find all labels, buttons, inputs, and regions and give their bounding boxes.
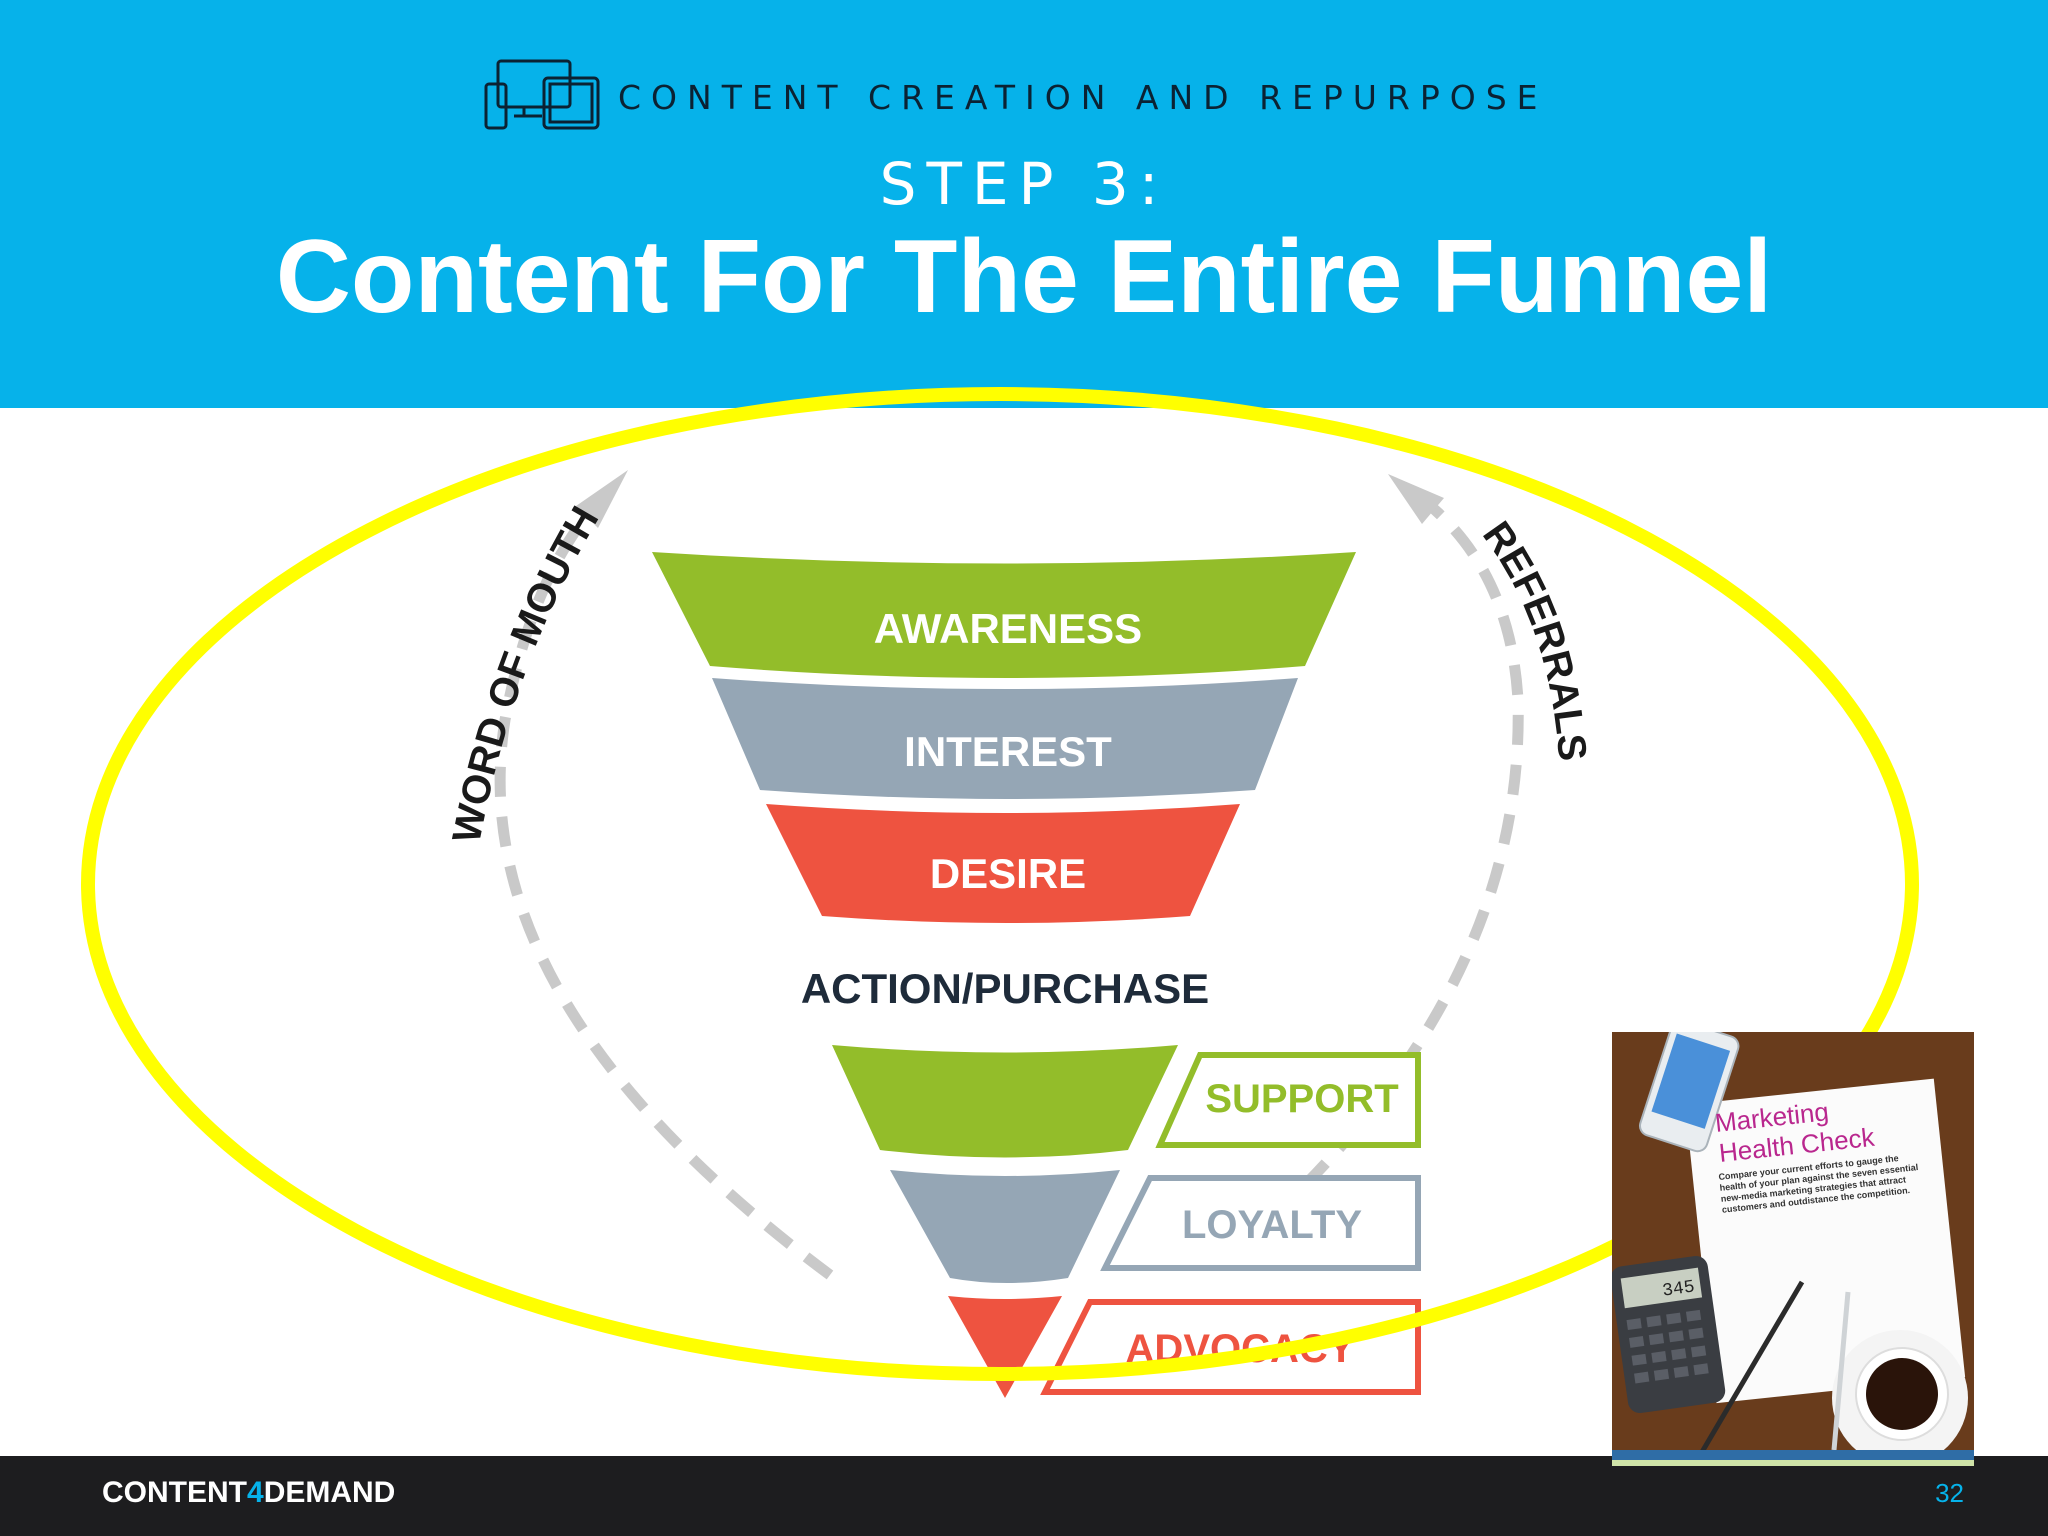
highlight-ellipse (81, 387, 1919, 1381)
word-of-mouth-label: WORD OF MOUTH (445, 499, 608, 846)
funnel-stage-desire (766, 804, 1240, 923)
support-label: SUPPORT (1205, 1077, 1398, 1121)
loyalty-label: LOYALTY (1182, 1203, 1362, 1247)
post-stage-support-shape (832, 1045, 1178, 1158)
header-banner: CONTENT CREATION AND REPURPOSE STEP 3: C… (0, 0, 2048, 408)
loyalty-box (1100, 1175, 1421, 1271)
slide-title: Content For The Entire Funnel (275, 219, 1773, 335)
interest-label: INTEREST (904, 728, 1112, 775)
marketing-health-check-thumbnail: Marketing Health Check Compare your curr… (1612, 1032, 1974, 1466)
calculator-icon: 345 (1612, 1255, 1726, 1414)
referrals-label: REFERRALS (1474, 514, 1594, 763)
footer-bar: CONTENT4DEMAND 32 (0, 1456, 2048, 1536)
brand-logo: CONTENT4DEMAND (102, 1476, 396, 1509)
pencil-icon (1699, 1280, 1805, 1454)
right-arrowhead (1388, 474, 1444, 524)
funnel-diagram: WORD OF MOUTH REFERRALS AWARENESS INTERE… (81, 387, 1919, 1398)
post-stage-advocacy-shape (948, 1296, 1062, 1398)
devices-icon (484, 59, 600, 130)
left-arrowhead (576, 470, 628, 528)
calculator-display: 345 (1661, 1277, 1696, 1301)
step-label: STEP 3: (879, 150, 1169, 218)
phone-icon (1639, 1032, 1740, 1153)
funnel-stage-interest (712, 678, 1298, 799)
left-dashed-arrow (494, 483, 834, 1280)
desire-label: DESIRE (930, 850, 1086, 897)
paper-sheet (1685, 1078, 1966, 1404)
awareness-label: AWARENESS (874, 605, 1142, 652)
action-purchase-label: ACTION/PURCHASE (801, 965, 1209, 1012)
funnel-stage-awareness (652, 552, 1356, 678)
page-number: 32 (1935, 1478, 1964, 1508)
coffee-cup-icon (1831, 1291, 1968, 1466)
post-stage-loyalty-shape (890, 1170, 1120, 1283)
support-box (1155, 1052, 1421, 1148)
thumbnail-bottom-band (1612, 1450, 1974, 1460)
section-kicker: CONTENT CREATION AND REPURPOSE (618, 78, 1548, 117)
